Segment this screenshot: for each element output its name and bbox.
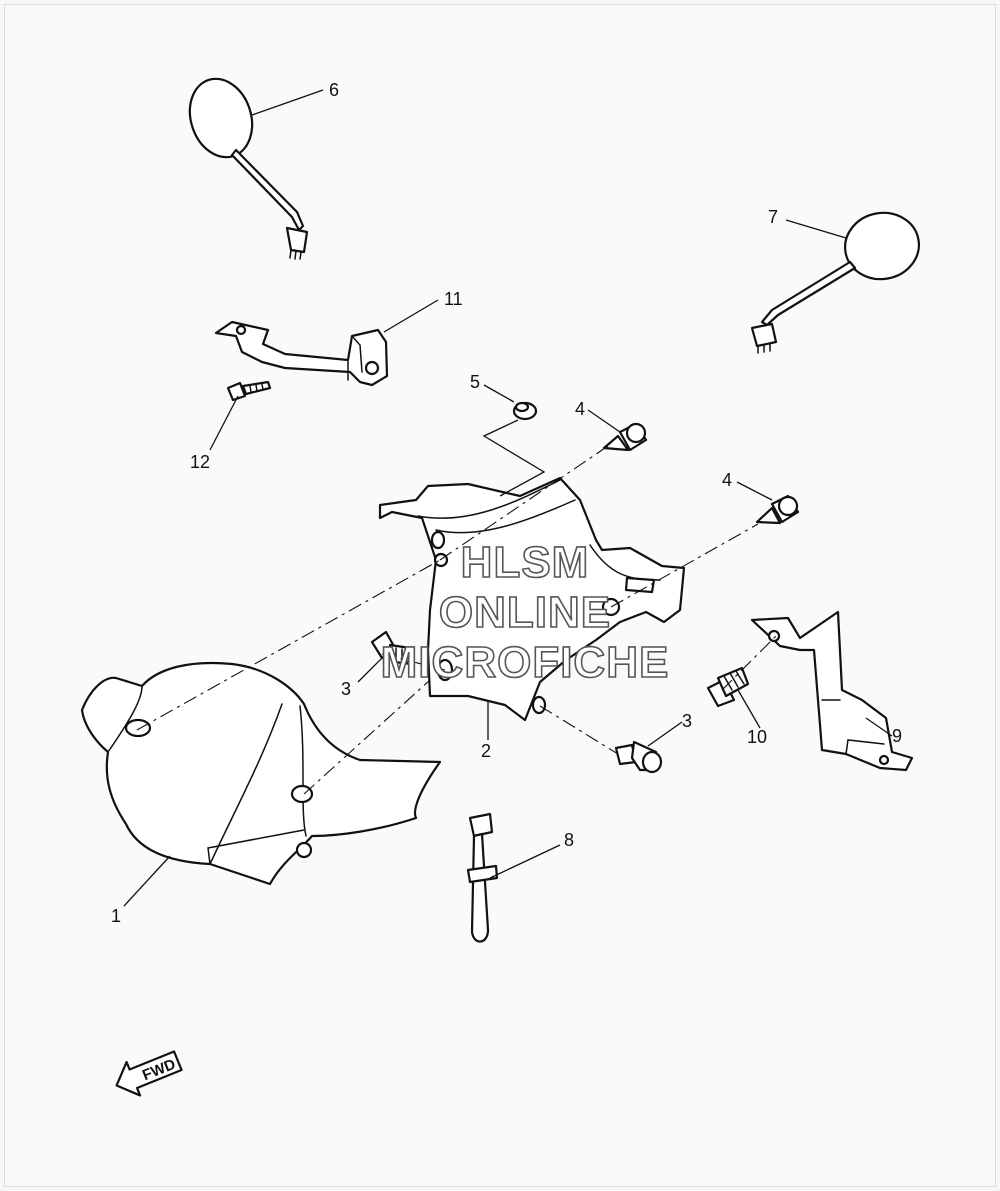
- callout-2: 2: [481, 741, 491, 761]
- watermark-line-1: HLSM: [460, 537, 590, 588]
- callout-10: 10: [747, 727, 767, 747]
- alignment-lines: [136, 419, 777, 795]
- clip-part-10[interactable]: [706, 666, 750, 708]
- callout-12: 12: [190, 452, 210, 472]
- screw-part-4-right[interactable]: [755, 494, 800, 525]
- bracket-part-11[interactable]: [214, 320, 389, 387]
- watermark-line-3: MICROFICHE: [380, 637, 670, 688]
- fwd-arrow-icon: FWD: [115, 1050, 183, 1097]
- bracket-part-9[interactable]: [750, 610, 914, 772]
- callout-9: 9: [892, 726, 902, 746]
- watermark-line-2: ONLINE: [438, 587, 612, 638]
- callout-5: 5: [470, 372, 480, 392]
- screw-part-12[interactable]: [226, 380, 272, 402]
- cable-tie-part-8[interactable]: [466, 812, 499, 943]
- callout-6: 6: [329, 80, 339, 100]
- callout-3-right: 3: [682, 711, 692, 731]
- screw-part-4-upper[interactable]: [602, 422, 648, 452]
- callout-7: 7: [768, 207, 778, 227]
- callout-4-right: 4: [722, 470, 732, 490]
- callout-4-upper: 4: [575, 399, 585, 419]
- bolt-part-3-right[interactable]: [614, 740, 663, 774]
- callout-8: 8: [564, 830, 574, 850]
- leader-lines: [123, 89, 893, 907]
- watermark: HLSM ONLINE MICROFICHE: [360, 537, 690, 688]
- callout-11: 11: [444, 289, 463, 309]
- front-cover-part-1[interactable]: [80, 661, 442, 886]
- inner-cover-part-2[interactable]: [378, 476, 686, 722]
- grommet-part-5[interactable]: [512, 401, 538, 421]
- mirror-right-part-7[interactable]: [750, 207, 924, 354]
- callout-1: 1: [111, 906, 121, 926]
- callout-3-left: 3: [341, 679, 351, 699]
- mirror-left-part-6[interactable]: [180, 71, 309, 260]
- callout-labels: 6 7 11 12 5 4 4 3 2 3 8 10 9 1: [111, 80, 902, 926]
